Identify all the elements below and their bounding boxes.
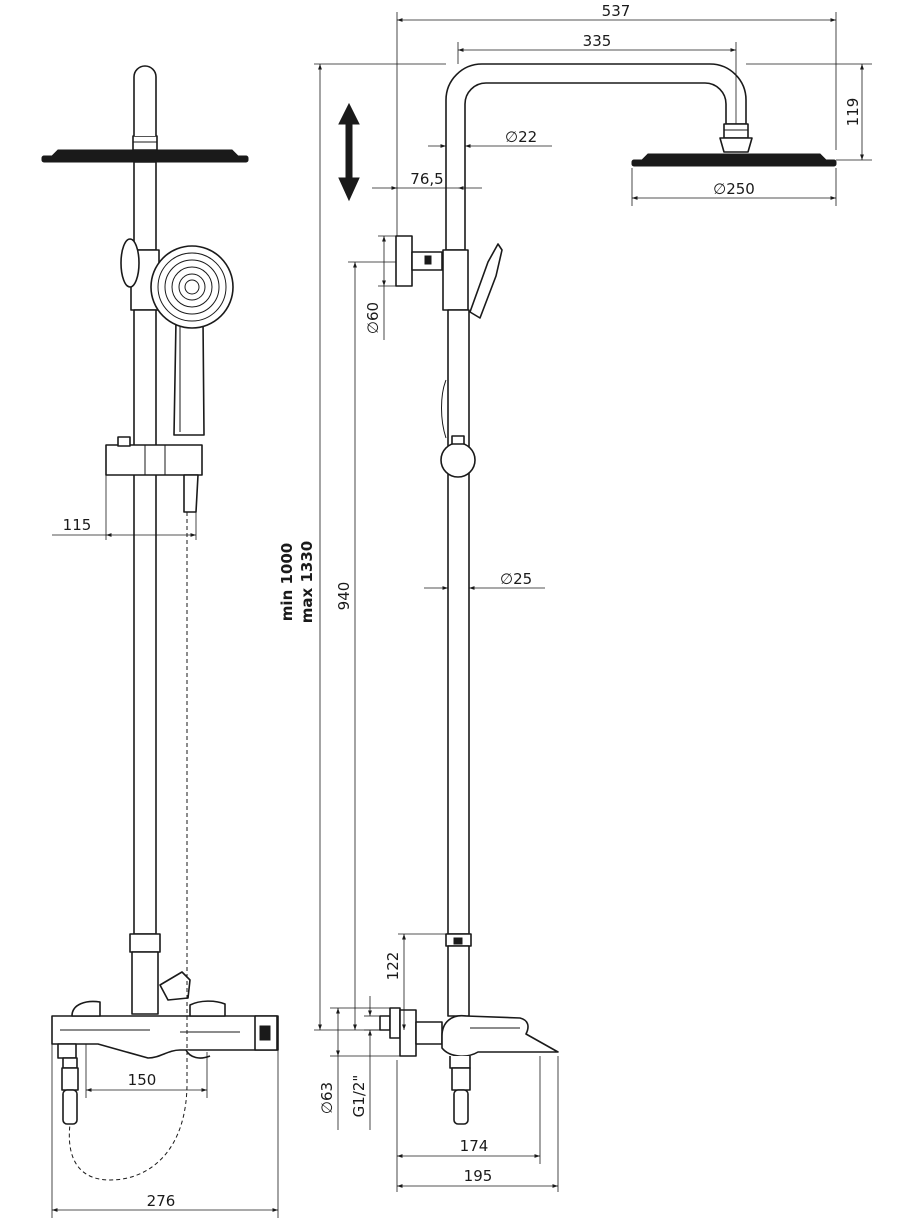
dim-connection-height: 122 [384, 952, 402, 981]
side-diverter-knob [395, 235, 443, 287]
dimension-lines [51, 12, 872, 1218]
side-head-connector [723, 123, 749, 139]
dim-overall-width: 537 [602, 2, 631, 20]
side-hose-hook [441, 379, 447, 439]
side-lower-riser [447, 945, 470, 1017]
front-slider-bracket [105, 436, 203, 513]
side-shower-arm [445, 63, 747, 251]
front-rain-head [41, 135, 249, 163]
dimension-labels: 537 335 119 ∅22 76,5 ∅250 ∅60 940 min 10… [63, 2, 862, 1210]
front-mixer-body [51, 971, 279, 1059]
front-diverter-knob [120, 238, 140, 288]
front-hand-shower [150, 245, 234, 436]
front-lower-riser-collar [129, 933, 161, 953]
side-diverter-block [442, 249, 469, 311]
height-adjust-arrow-icon [338, 102, 360, 202]
side-mixer-body [379, 1007, 559, 1125]
dim-slider-offset: 115 [63, 516, 92, 534]
front-slide-bar [133, 309, 157, 935]
front-top-arm-end [133, 65, 157, 136]
side-view [379, 63, 837, 1125]
dim-height-min: min 1000 [278, 543, 296, 621]
dim-inlet-escutcheon-diameter: ∅63 [318, 1082, 336, 1114]
dim-head-height: 119 [844, 98, 862, 127]
side-slider-knob [440, 442, 476, 478]
dim-total-projection: 195 [464, 1167, 493, 1185]
dim-thread-size: G1/2" [350, 1075, 368, 1118]
dim-height-max: max 1330 [298, 541, 316, 623]
side-slide-bar [447, 309, 470, 935]
front-hose [68, 512, 188, 1181]
dim-escutcheon-diameter: ∅60 [364, 302, 382, 334]
front-upper-riser [133, 161, 157, 251]
front-lower-riser [131, 951, 159, 1015]
dim-column-diameter: ∅25 [500, 570, 532, 588]
dim-mixer-width: 276 [147, 1192, 176, 1210]
dim-centers: 150 [128, 1071, 157, 1089]
dim-arm-diameter: ∅22 [505, 128, 537, 146]
front-inlet-connector [57, 1043, 79, 1125]
side-head-swivel [719, 137, 753, 153]
dim-column-length: 940 [335, 582, 353, 611]
side-hand-shower [469, 243, 503, 319]
dim-arm-length: 335 [583, 32, 612, 50]
dim-head-diameter: ∅250 [713, 180, 755, 198]
front-view [41, 65, 279, 1181]
dim-spout-projection: 174 [460, 1137, 489, 1155]
dim-offset: 76,5 [410, 170, 443, 188]
side-rain-head [631, 153, 837, 167]
